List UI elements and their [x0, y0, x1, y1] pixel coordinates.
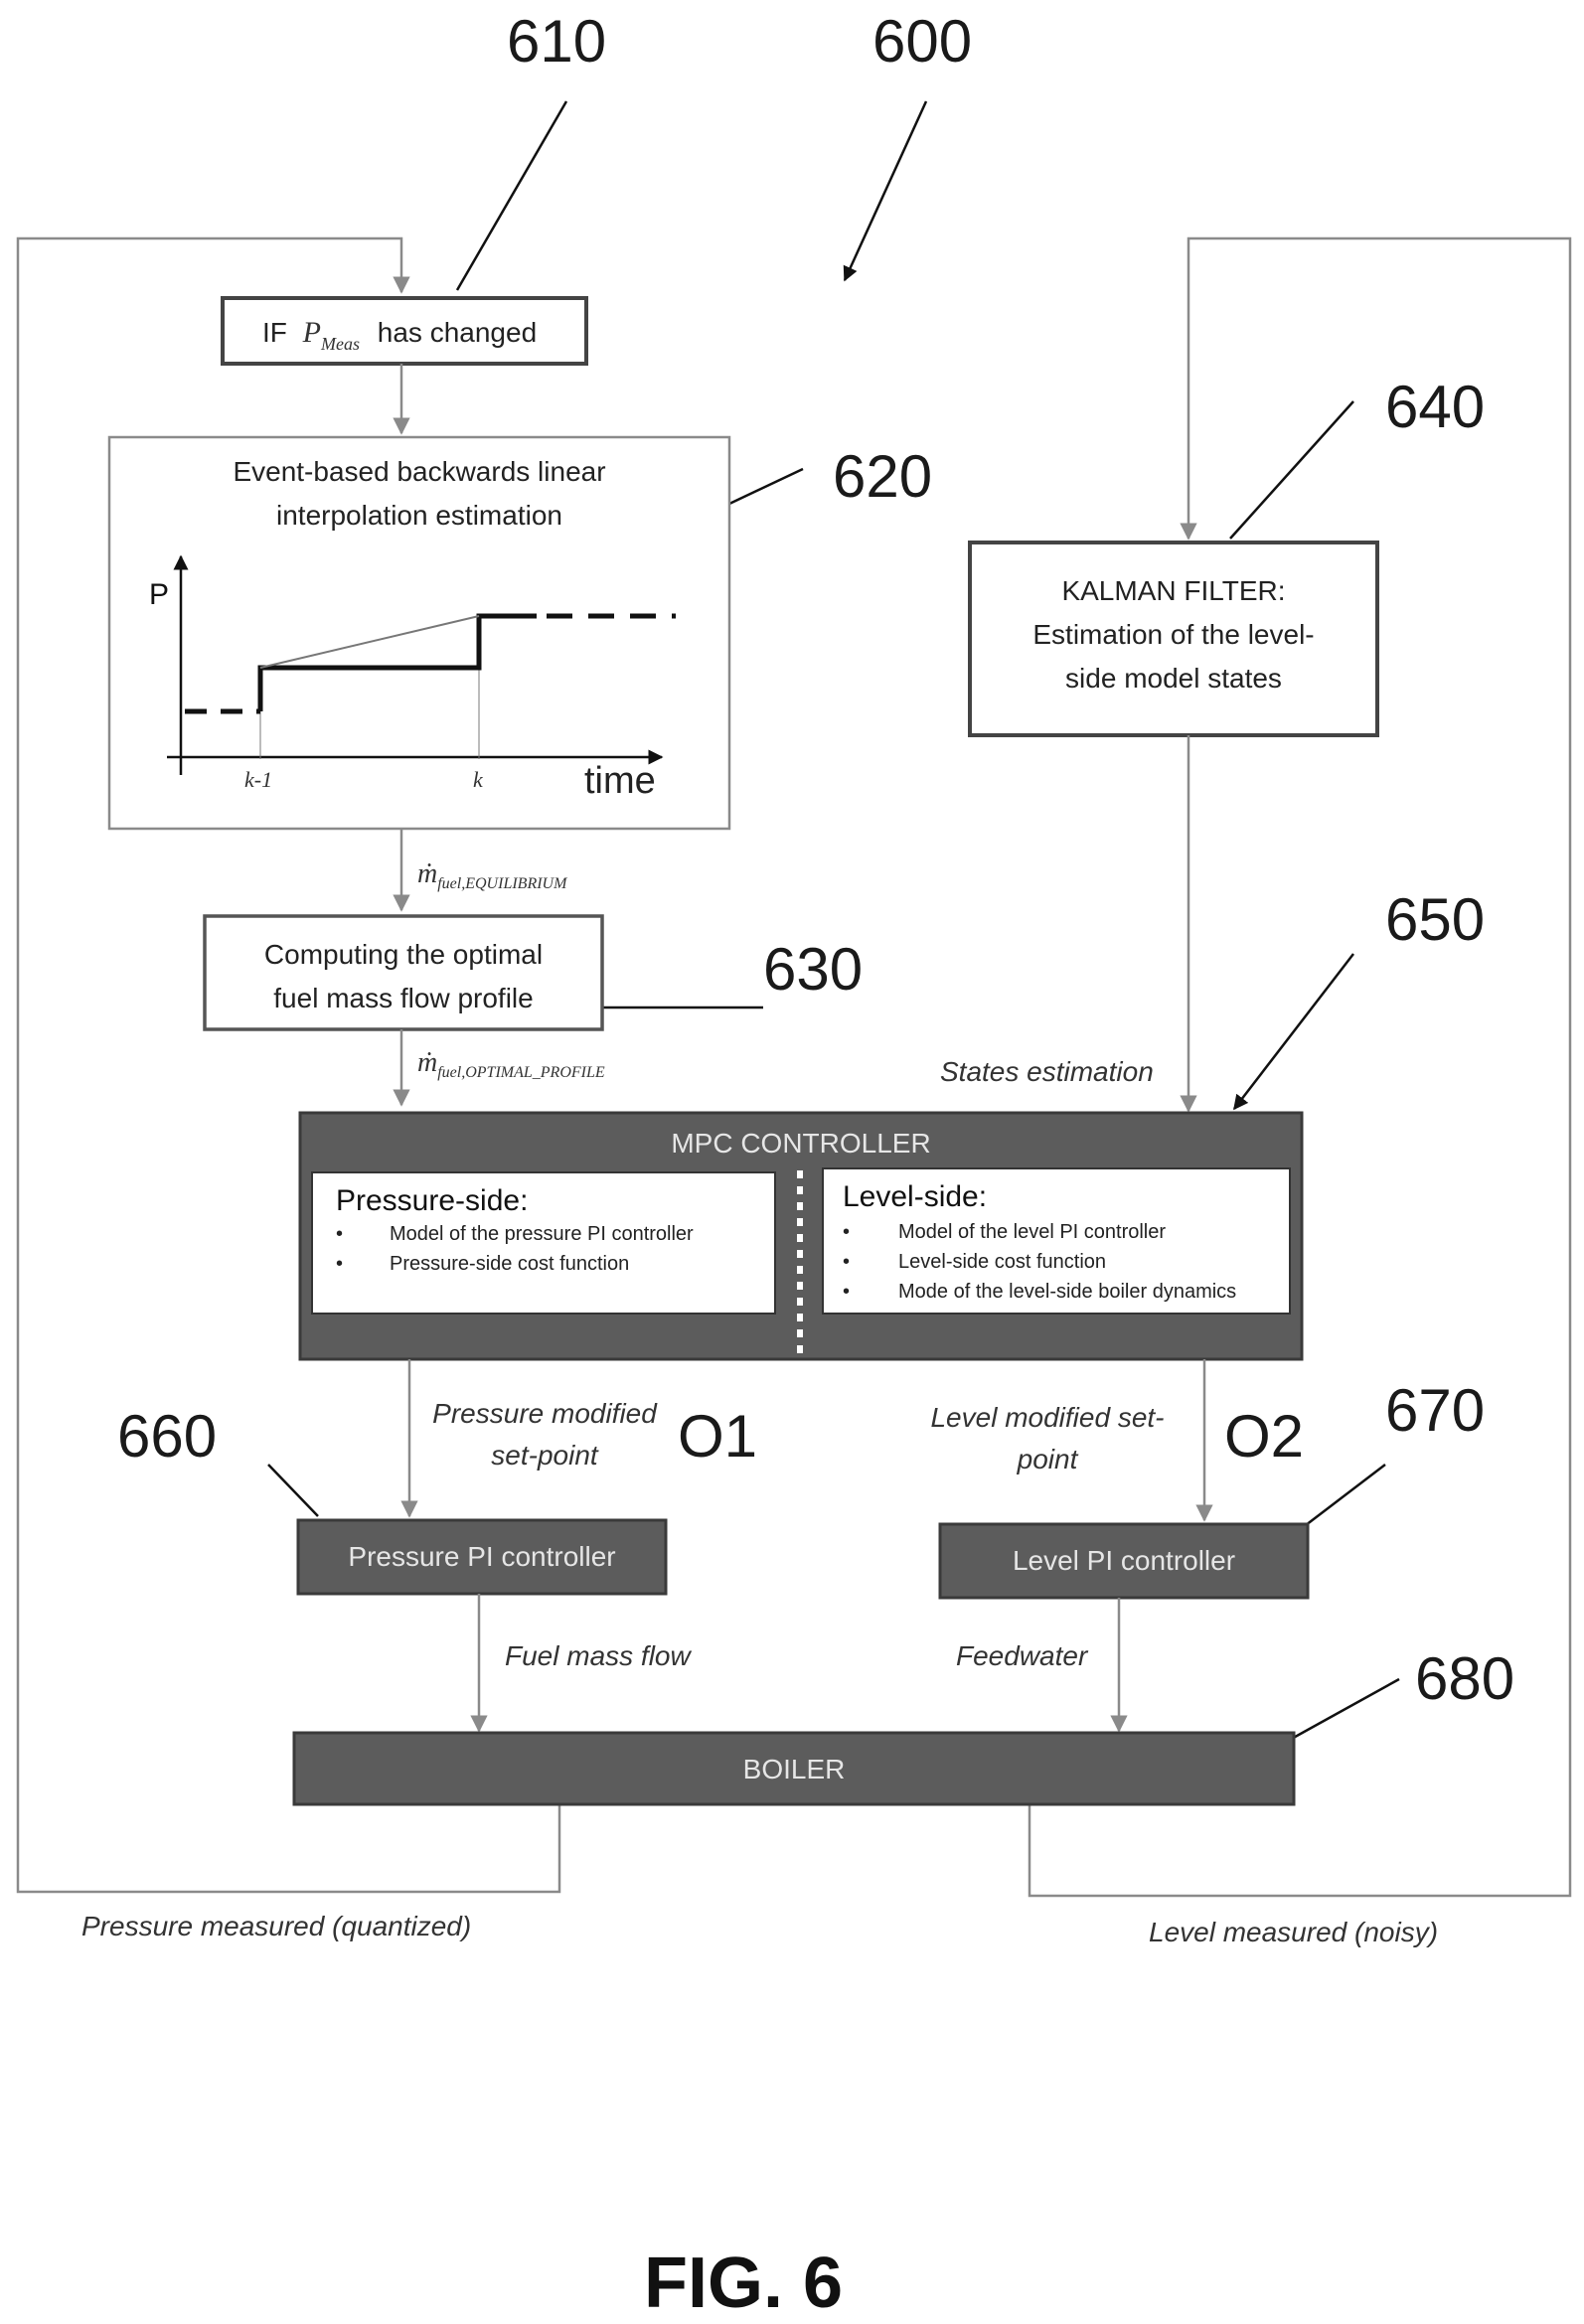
pressure-pi-label: Pressure PI controller	[348, 1541, 615, 1572]
optimal-line-2: fuel mass flow profile	[273, 983, 533, 1013]
ref-660: 660	[117, 1403, 217, 1470]
ref-600: 600	[872, 8, 972, 75]
kalman-line-1: KALMAN FILTER:	[1061, 575, 1285, 606]
ref-620: 620	[833, 443, 932, 510]
states-estimation-label: States estimation	[940, 1056, 1154, 1087]
level-modified-1: Level modified set-	[930, 1402, 1164, 1433]
level-pi-label: Level PI controller	[1013, 1545, 1235, 1576]
pressure-item-bullet-1: •	[336, 1223, 343, 1245]
ref-650: 650	[1385, 886, 1485, 953]
level-item-bullet-1: •	[843, 1221, 850, 1243]
leader-660	[268, 1465, 318, 1516]
ref-680: 680	[1415, 1645, 1514, 1712]
optimal-line-1: Computing the optimal	[264, 939, 543, 970]
level-modified-2: point	[1017, 1444, 1079, 1474]
pressure-side-title: Pressure-side:	[336, 1184, 528, 1217]
kalman-line-3: side model states	[1065, 663, 1282, 694]
figure-caption: FIG. 6	[644, 2244, 843, 2323]
graph-x-label: time	[584, 760, 656, 802]
pressure-modified-1: Pressure modified	[432, 1398, 658, 1429]
level-item-bullet-3: •	[843, 1281, 850, 1303]
tick-k-label: k	[473, 767, 484, 792]
leader-650	[1234, 954, 1353, 1109]
leader-610	[457, 101, 566, 290]
pressure-modified-2: set-point	[491, 1440, 599, 1471]
tick-km1-label: k-1	[244, 767, 272, 792]
feedwater-label: Feedwater	[956, 1640, 1089, 1671]
output-o2: O2	[1224, 1403, 1304, 1470]
mpc-title: MPC CONTROLLER	[671, 1128, 930, 1159]
level-item-bullet-2: •	[843, 1251, 850, 1273]
kalman-line-2: Estimation of the level-	[1032, 619, 1314, 650]
ref-640: 640	[1385, 374, 1485, 440]
output-o1: O1	[678, 1403, 757, 1470]
interpolation-title-2: interpolation estimation	[276, 500, 562, 531]
graph-y-label: P	[149, 578, 169, 611]
pressure-item-1: Model of the pressure PI controller	[390, 1223, 694, 1245]
pressure-item-2: Pressure-side cost function	[390, 1253, 629, 1275]
leader-640	[1230, 401, 1353, 539]
ref-630: 630	[763, 936, 863, 1003]
level-item-1: Model of the level PI controller	[898, 1221, 1166, 1243]
fuel-mass-flow-label: Fuel mass flow	[505, 1640, 692, 1671]
interpolation-title-1: Event-based backwards linear	[233, 456, 605, 487]
ref-670: 670	[1385, 1377, 1485, 1444]
pressure-measured-label: Pressure measured (quantized)	[81, 1911, 471, 1941]
leader-600	[845, 101, 926, 280]
level-measured-label: Level measured (noisy)	[1149, 1917, 1438, 1947]
m-dot-equilibrium-label: ṁfuel,EQUILIBRIUM	[417, 858, 568, 892]
boiler-label: BOILER	[743, 1754, 846, 1784]
level-item-2: Level-side cost function	[898, 1251, 1106, 1273]
pressure-item-bullet-2: •	[336, 1253, 343, 1275]
m-dot-optimal-label: ṁfuel,OPTIMAL_PROFILE	[417, 1047, 605, 1081]
level-item-3: Mode of the level-side boiler dynamics	[898, 1281, 1236, 1303]
ref-610: 610	[507, 8, 606, 75]
level-side-title: Level-side:	[843, 1180, 987, 1213]
